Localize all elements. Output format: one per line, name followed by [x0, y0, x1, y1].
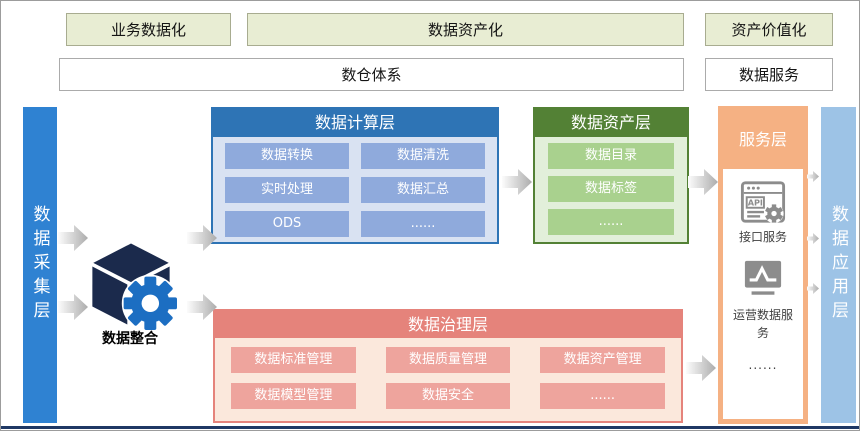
- arrow-right-small-icon: [807, 171, 819, 182]
- arrow-right-icon: [187, 225, 217, 251]
- governance-item: 数据标准管理: [231, 347, 356, 373]
- integration-label: 数据整合: [102, 331, 158, 347]
- ops-data-service-label: 运营数据服务: [733, 308, 794, 340]
- governance-layer-title: 数据治理层: [215, 311, 681, 338]
- compute-item: 数据转换: [225, 143, 349, 169]
- flow-box-business-datafication: 业务数据化: [66, 13, 231, 46]
- data-application-layer-bar: 数据应用层: [821, 107, 856, 423]
- governance-item: ......: [540, 383, 665, 409]
- compute-layer-box: 数据计算层 数据转换 数据清洗 实时处理 数据汇总 ODS ......: [211, 107, 499, 244]
- data-collection-layer-bar: 数据采集层: [23, 107, 57, 423]
- asset-item: 数据标签: [548, 176, 674, 202]
- arrow-right-small-icon: [807, 283, 819, 294]
- arrow-right-icon: [502, 169, 532, 195]
- compute-item: 实时处理: [225, 177, 349, 203]
- arrow-right-icon: [688, 169, 718, 195]
- gear-icon: [123, 276, 177, 330]
- data-application-layer-label: 数据应用层: [828, 205, 848, 325]
- api-service-label: 接口服务: [738, 230, 787, 244]
- data-collection-layer-label: 数据采集层: [29, 205, 50, 325]
- arrow-right-icon: [187, 294, 217, 320]
- cube-gear-icon: [92, 243, 177, 330]
- arrow-right-icon: [58, 225, 88, 251]
- service-layer-title: 服务层: [738, 129, 787, 149]
- asset-item: ......: [548, 209, 674, 235]
- governance-items-grid: 数据标准管理 数据质量管理 数据资产管理 数据模型管理 数据安全 ......: [215, 338, 681, 418]
- asset-items-column: 数据目录 数据标签 ......: [535, 137, 687, 241]
- line-chart-icon: [744, 261, 782, 296]
- flow-box-asset-valorization: 资产价值化: [705, 13, 833, 46]
- compute-layer-title: 数据计算层: [213, 109, 497, 137]
- api-icon: API: [740, 181, 786, 224]
- bottom-divider-line: [1, 426, 859, 429]
- service-panel: API 接口服务: [723, 169, 803, 419]
- asset-layer-title: 数据资产层: [535, 109, 687, 137]
- service-layer-box: 服务层 API: [718, 106, 808, 424]
- governance-item: 数据安全: [385, 383, 511, 409]
- arrow-right-small-icon: [807, 233, 819, 244]
- compute-items-grid: 数据转换 数据清洗 实时处理 数据汇总 ODS ......: [213, 137, 497, 243]
- governance-item: 数据资产管理: [540, 347, 665, 373]
- governance-layer-box: 数据治理层 数据标准管理 数据质量管理 数据资产管理 数据模型管理 数据安全 .…: [213, 309, 683, 423]
- compute-item: 数据清洗: [361, 143, 485, 169]
- arrow-right-icon: [58, 294, 88, 320]
- asset-layer-box: 数据资产层 数据目录 数据标签 ......: [533, 107, 689, 244]
- line-chart-icon-wrap: [740, 259, 786, 303]
- governance-item: 数据质量管理: [385, 347, 511, 373]
- flow-box-data-assetization: 数据资产化: [247, 13, 684, 46]
- data-service-box: 数据服务: [705, 58, 833, 91]
- svg-text:API: API: [748, 197, 763, 207]
- arrow-right-icon: [686, 355, 716, 381]
- warehouse-system-box: 数仓体系: [59, 58, 684, 91]
- governance-item: 数据模型管理: [231, 383, 356, 409]
- compute-item: ......: [361, 211, 485, 237]
- asset-item: 数据目录: [548, 143, 674, 169]
- compute-item: 数据汇总: [361, 177, 485, 203]
- service-more-ellipsis: ......: [748, 358, 778, 373]
- compute-item: ODS: [225, 211, 349, 237]
